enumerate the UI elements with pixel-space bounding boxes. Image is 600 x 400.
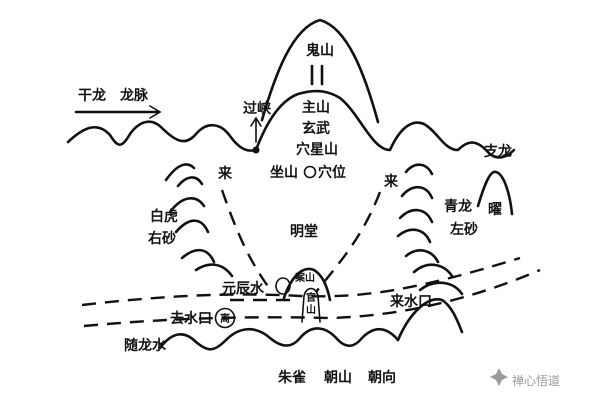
baihu-arc-4	[174, 219, 210, 234]
baihu-arc-1	[164, 163, 196, 182]
anshan-mound	[282, 267, 332, 302]
label-guanshan-1: 官	[306, 291, 316, 304]
qinglong-arc-7	[418, 281, 464, 296]
sparkle-icon	[490, 368, 508, 386]
qinglong-arc-3	[398, 208, 434, 224]
label-baihu: 白虎	[150, 208, 178, 225]
li-circle	[214, 307, 236, 329]
baihu-arc-5	[180, 248, 216, 264]
lai-left-flow	[220, 189, 273, 293]
yuanchenshui-pool	[275, 277, 291, 295]
label-qinglong: 青龙	[444, 198, 472, 215]
label-chaoshan: 朝山	[324, 369, 352, 386]
label-ganlong: 干龙	[78, 87, 106, 104]
label-anshan: 案山	[294, 271, 315, 284]
label-li: 离	[220, 312, 230, 325]
qinglong-arc-2	[400, 185, 434, 200]
label-laishuikou: 来水口	[389, 293, 432, 310]
guishan-peak	[260, 18, 380, 124]
baihu-arc-6	[194, 263, 234, 278]
front-ridge-right	[396, 298, 464, 342]
arrow-icon	[149, 105, 162, 119]
baihu-arc-2	[176, 176, 204, 188]
front-ridge	[158, 327, 400, 351]
label-xuexingshan: 穴星山	[296, 141, 338, 158]
label-yuanchenshui: 元辰水	[222, 280, 265, 297]
yao-peak	[476, 170, 514, 216]
lai-right-flow	[315, 191, 382, 293]
baihu-arc-3	[168, 197, 206, 214]
label-guishan: 鬼山	[306, 42, 334, 59]
label-lai-right: 来	[383, 174, 399, 190]
label-xuewei: 穴位	[318, 164, 346, 181]
label-zhilong: 支龙	[483, 143, 512, 160]
label-suilongshui: 随龙水	[124, 337, 167, 354]
guixia-dot	[252, 146, 260, 154]
qinglong-arc-5	[404, 249, 440, 264]
label-mingtang: 明堂	[290, 223, 318, 240]
label-lai-left: 来	[217, 166, 233, 182]
xuewei-marker	[303, 165, 317, 179]
label-zhushan: 主山	[302, 99, 330, 116]
label-yousha: 右砂	[147, 230, 176, 247]
label-yao: 曜	[488, 202, 502, 218]
label-zuoshan: 坐山	[270, 164, 298, 181]
guixia-arrow-icon	[250, 116, 262, 127]
water-lower	[83, 268, 541, 328]
water-upper	[81, 256, 521, 307]
label-longmai: 龙脉	[119, 87, 149, 104]
label-guixia: 过峡	[243, 100, 272, 117]
label-zuosha: 左砂	[449, 221, 478, 238]
watermark: 禅心悟道	[490, 368, 560, 388]
label-guanshan-2: 山	[306, 303, 316, 316]
label-xuanwu: 玄武	[302, 120, 330, 137]
label-zhuque: 朱雀	[278, 369, 306, 386]
label-qushuikou: 去水口	[170, 310, 212, 327]
qinglong-arc-6	[412, 263, 454, 278]
qinglong-arc-1	[404, 163, 434, 176]
main-ridge	[66, 89, 516, 159]
qinglong-arc-4	[396, 228, 432, 244]
watermark-text: 禅心悟道	[512, 373, 560, 388]
label-chaoxiang: 朝向	[368, 369, 396, 386]
